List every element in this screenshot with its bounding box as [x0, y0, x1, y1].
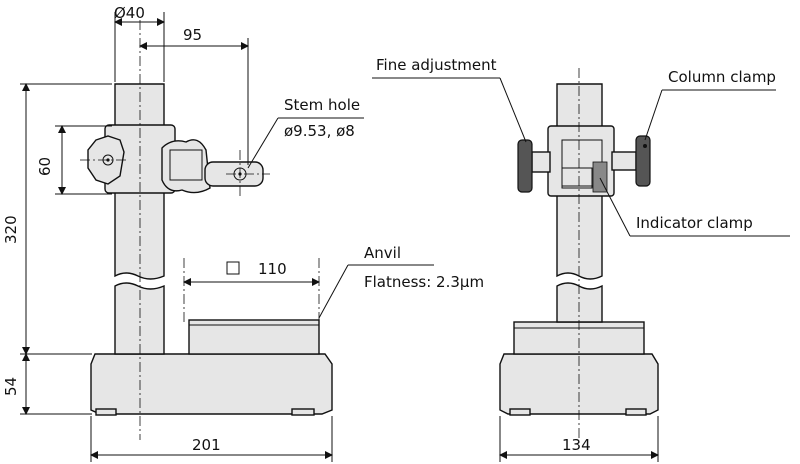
- fine-adjustment-knob: [517, 139, 533, 193]
- label-anvil-title: Anvil: [364, 244, 401, 262]
- label-stem-hole-title: Stem hole: [284, 96, 360, 114]
- dim-base-width: 201: [192, 436, 221, 454]
- label-column-clamp: Column clamp: [668, 68, 776, 86]
- dim-base-depth: 134: [562, 436, 591, 454]
- dim-arm-reach: 95: [183, 26, 202, 44]
- side-labels: Fine adjustment Column clamp Indicator c…: [372, 56, 790, 237]
- side-dimensions: 134: [499, 416, 659, 462]
- square-symbol-icon: [226, 261, 240, 275]
- front-base-foot-right: [291, 408, 315, 416]
- dim-anvil-size: 110: [258, 260, 287, 278]
- front-base: [90, 353, 333, 415]
- label-stem-hole-sizes: ø9.53, ø8: [284, 122, 355, 140]
- dim-column-dia: Ø40: [114, 4, 145, 22]
- side-view: [499, 68, 659, 440]
- front-labels: Stem hole ø9.53, ø8 Anvil Flatness: 2.3µ…: [247, 96, 484, 319]
- front-dimensions: Ø40 95 60 320 54 201 110: [2, 4, 333, 462]
- side-base-foot-right: [625, 408, 647, 416]
- column-clamp-knob: [635, 135, 651, 187]
- label-indicator-clamp: Indicator clamp: [636, 214, 753, 232]
- front-view: [80, 20, 333, 440]
- dim-clamp-height: 60: [36, 157, 54, 176]
- side-column-lower: [556, 282, 603, 323]
- dim-base-height: 54: [2, 377, 20, 396]
- front-column-lower: [114, 282, 165, 355]
- label-anvil-flatness: Flatness: 2.3µm: [364, 273, 484, 291]
- front-arm-clamp: [161, 139, 211, 194]
- front-anvil: [188, 319, 320, 355]
- label-fine-adjustment: Fine adjustment: [376, 56, 497, 74]
- side-base-foot-left: [509, 408, 531, 416]
- dim-total-height: 320: [2, 215, 20, 244]
- front-base-foot-left: [95, 408, 117, 416]
- indicator-clamp-block: [561, 167, 593, 189]
